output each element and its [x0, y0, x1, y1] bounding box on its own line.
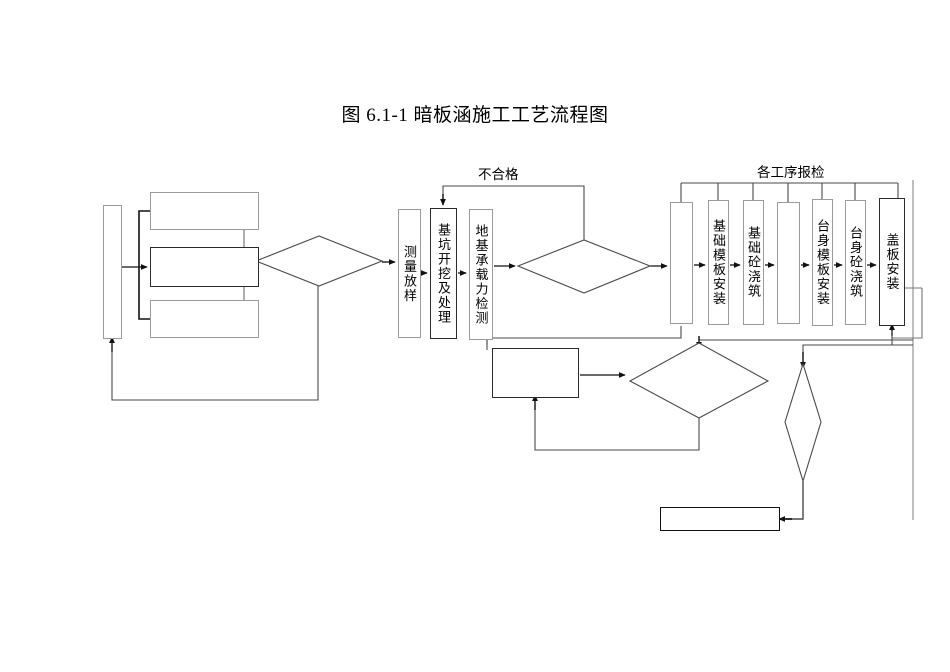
node-finish: [660, 507, 780, 531]
node-bearing-capacity-test: 地基承载力检测: [469, 209, 493, 340]
node-abutment-formwork: 台身模板安装: [812, 199, 833, 326]
node-prep-mid: [150, 247, 259, 287]
node-slab-installation: 盖板安装: [879, 198, 905, 326]
node-stage-blank-2: [777, 202, 800, 324]
page-title: 图 6.1-1 暗板涵施工工艺流程图: [341, 105, 609, 126]
node-label: 台身模板安装: [815, 219, 830, 306]
node-prep-top: [150, 192, 259, 230]
node-label: 盖板安装: [884, 233, 900, 291]
node-foundation-concrete: 基础砼浇筑: [743, 200, 764, 325]
node-excavation: 基坑开挖及处理: [430, 208, 457, 339]
node-survey: 测量放样: [398, 209, 421, 338]
node-label: 基础模板安装: [711, 219, 726, 306]
node-rework: [492, 348, 579, 398]
edge-label-process-inspection: 各工序报检: [757, 165, 825, 180]
node-label: 地基承载力检测: [473, 223, 489, 326]
edge-label-reject: 不合格: [478, 167, 519, 182]
node-foundation-formwork: 基础模板安装: [708, 200, 729, 325]
node-start-bar: [103, 205, 122, 339]
node-stage-blank-1: [670, 202, 693, 324]
node-prep-bottom: [150, 300, 259, 338]
node-abutment-concrete: 台身砼浇筑: [845, 200, 866, 325]
node-label: 测量放样: [402, 244, 417, 303]
node-label: 台身砼浇筑: [848, 226, 863, 299]
node-label: 基础砼浇筑: [746, 226, 761, 299]
node-label: 基坑开挖及处理: [436, 222, 451, 325]
